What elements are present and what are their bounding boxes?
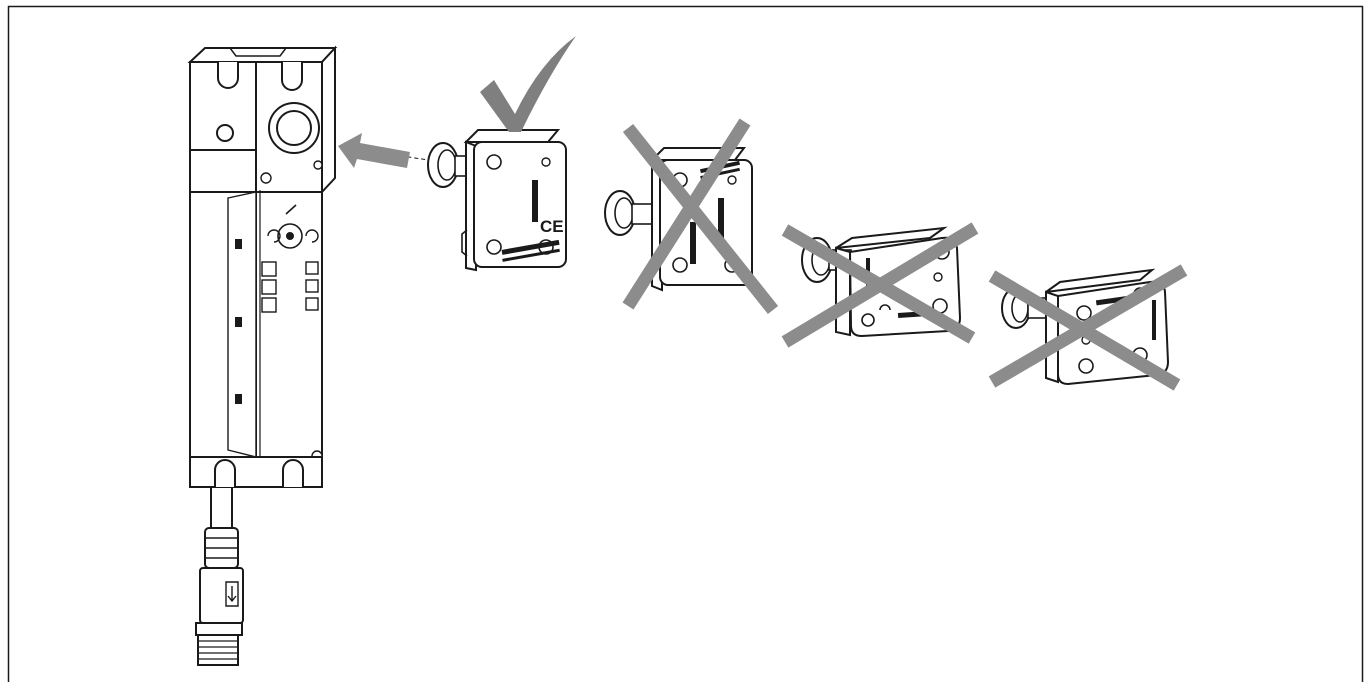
checkmark-icon	[480, 36, 576, 132]
figure-border	[7, 5, 1364, 682]
ce-mark: CE	[540, 217, 564, 236]
safety-switch	[187, 45, 338, 528]
cross-icon	[622, 118, 779, 315]
m12-connector	[195, 527, 244, 666]
cross-icon	[781, 222, 979, 348]
actuator-correct: CE	[427, 129, 567, 272]
arrow-left-icon	[338, 133, 429, 168]
cross-icon	[988, 264, 1188, 391]
